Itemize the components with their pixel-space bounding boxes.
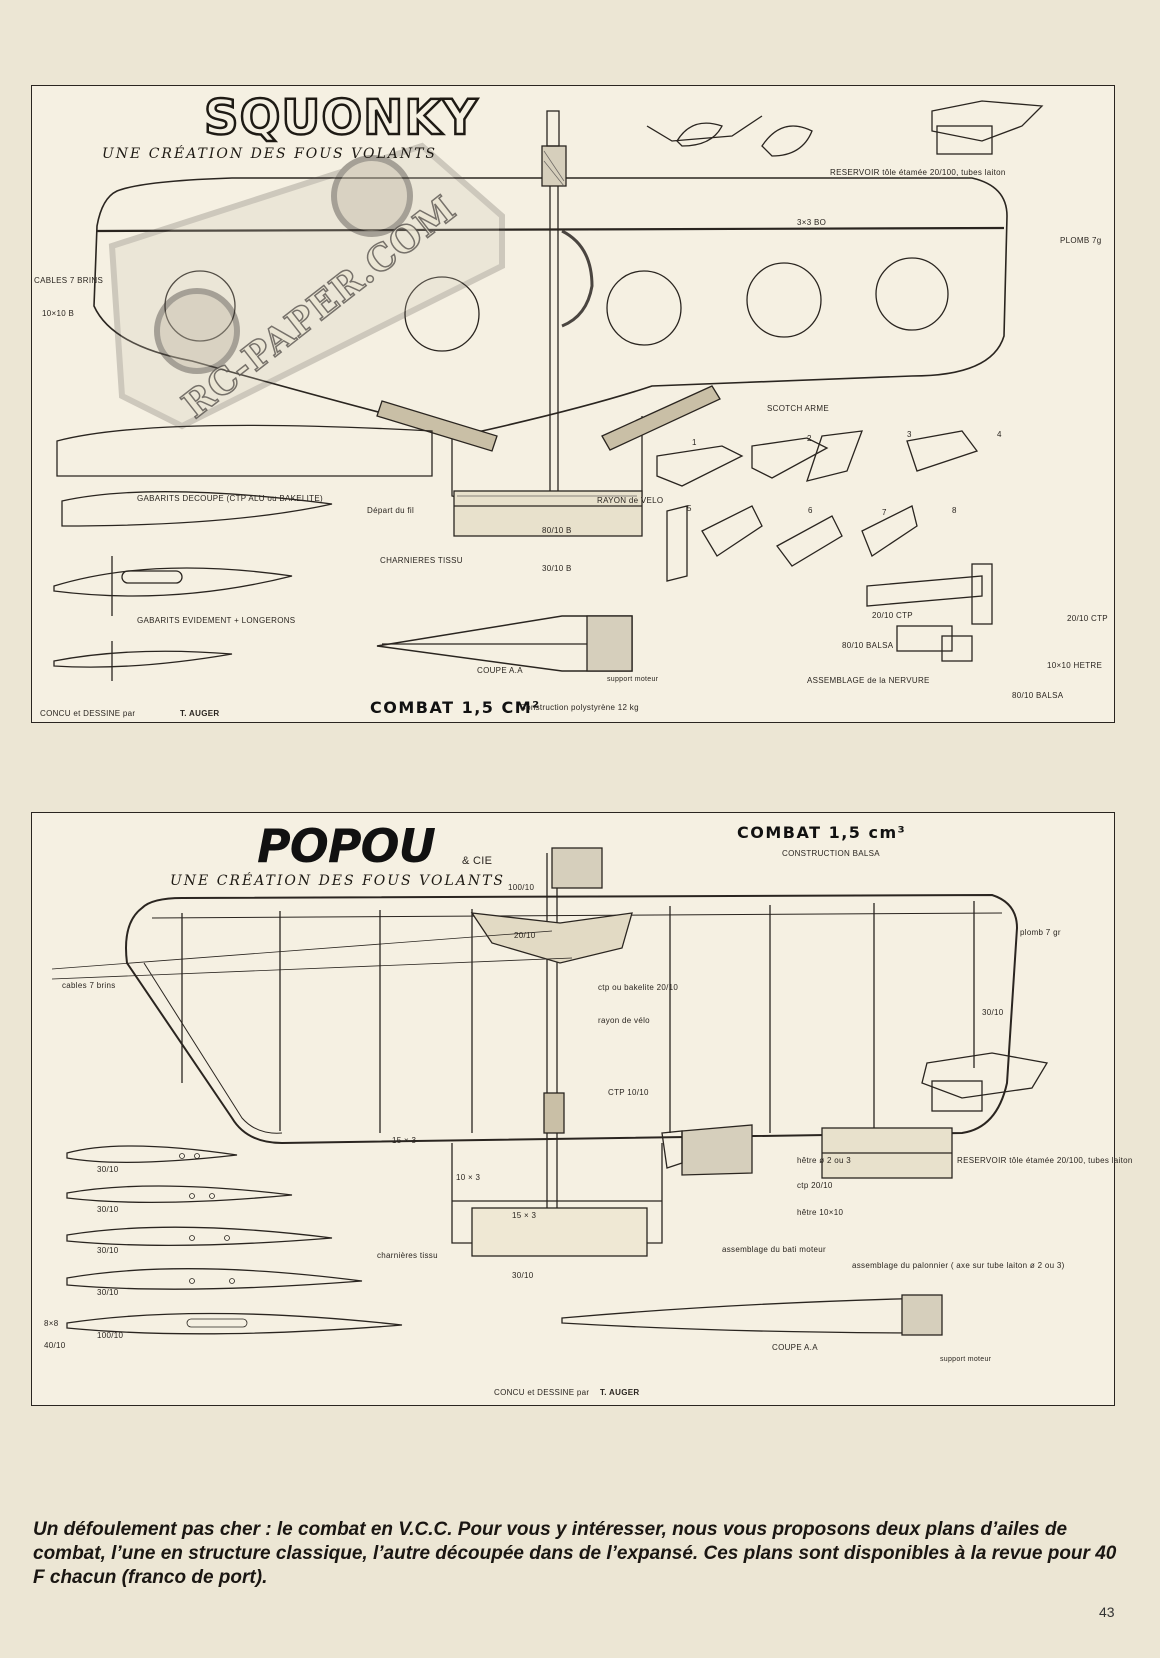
label-reservoir: RESERVOIR tôle étamée 20/100, tubes lait… xyxy=(830,168,1006,177)
step-8: 8 xyxy=(952,506,957,515)
label-ctp-bakelite: ctp ou bakelite 20/10 xyxy=(598,983,679,992)
rib-label-2: 30/10 xyxy=(97,1205,119,1214)
plan-title-suffix: & CIE xyxy=(462,855,493,867)
label-80-10: 80/10 B xyxy=(542,526,572,535)
page-caption: Un défoulement pas cher : le combat en V… xyxy=(33,1519,1117,1588)
label-hetre: 10×10 HETRE xyxy=(1047,661,1103,670)
credit-name: T. AUGER xyxy=(180,709,220,718)
label-20-10: 20/10 xyxy=(514,931,536,940)
label-10x10: 10×10 B xyxy=(42,309,75,318)
label-30-10b: 30/10 xyxy=(512,1271,534,1280)
plan-subtitle: UNE CRÉATION DES FOUS VOLANTS xyxy=(170,873,506,889)
label-balsa80b: 80/10 BALSA xyxy=(1012,691,1064,700)
rc-paper-watermark-icon xyxy=(108,142,505,430)
label-assemblage: ASSEMBLAGE de la NERVURE xyxy=(807,676,930,685)
label-hetre10: hêtre 10×10 xyxy=(797,1208,844,1217)
label-ctp: 20/10 CTP xyxy=(872,611,913,620)
step-1: 1 xyxy=(692,438,697,447)
step-2: 2 xyxy=(807,434,812,443)
label-gabarits-evidement: GABARITS EVIDEMENT + LONGERONS xyxy=(137,616,296,625)
popou-plan: POPOU & CIE UNE CRÉATION DES FOUS VOLANT… xyxy=(31,812,1132,1406)
label-charnieres: charnières tissu xyxy=(377,1251,438,1260)
rib-label-5c: 40/10 xyxy=(44,1341,66,1350)
label-cables: CABLES 7 BRINS xyxy=(34,276,104,285)
label-15x3b: 15 × 3 xyxy=(512,1211,537,1220)
rib-label-5a: 8×8 xyxy=(44,1319,59,1328)
label-plomb: PLOMB 7g xyxy=(1060,236,1102,245)
label-hetre3: hêtre ø 2 ou 3 xyxy=(797,1156,852,1165)
label-reservoir: RESERVOIR tôle étamée 20/100, tubes lait… xyxy=(957,1156,1133,1165)
label-100-10: 100/10 xyxy=(508,883,535,892)
rib-label-1: 30/10 xyxy=(97,1165,119,1174)
label-balsa80: 80/10 BALSA xyxy=(842,641,894,650)
label-plomb: plomb 7 gr xyxy=(1020,928,1061,937)
popou-drawing xyxy=(51,847,1049,1336)
step-7: 7 xyxy=(882,508,887,517)
label-ctp20: ctp 20/10 xyxy=(797,1181,833,1190)
label-15x3: 15 × 3 xyxy=(392,1136,417,1145)
combat-label: COMBAT 1,5 cm³ xyxy=(737,823,907,842)
plan-title: POPOU xyxy=(257,819,436,873)
label-coupe: COUPE A.A xyxy=(477,666,523,675)
construction-label: CONSTRUCTION BALSA xyxy=(782,849,880,858)
credit-name: T. AUGER xyxy=(600,1388,640,1397)
label-charnieres: CHARNIERES TISSU xyxy=(380,556,463,565)
label-ctp10: CTP 10/10 xyxy=(608,1088,649,1097)
label-support: support moteur xyxy=(607,676,659,683)
rib-label-5b: 100/10 xyxy=(97,1331,124,1340)
label-assemblage-palonnier: assemblage du palonnier ( axe sur tube l… xyxy=(852,1261,1065,1270)
step-3: 3 xyxy=(907,430,912,439)
label-rayon: rayon de vélo xyxy=(598,1016,650,1025)
step-6: 6 xyxy=(808,506,813,515)
label-depart-fil: Départ du fil xyxy=(367,506,415,515)
combat-label: COMBAT 1,5 CM² xyxy=(370,698,541,717)
label-assemblage-bati: assemblage du bati moteur xyxy=(722,1245,826,1254)
label-30-10: 30/10 B xyxy=(542,564,572,573)
label-30-10: 30/10 xyxy=(982,1008,1004,1017)
label-cables: cables 7 brins xyxy=(62,981,116,990)
credit-prefix: CONCU et DESSINE par xyxy=(494,1388,590,1397)
label-spar: 3×3 BO xyxy=(797,218,827,227)
label-scotch: SCOTCH ARME xyxy=(767,404,829,413)
step-5: 5 xyxy=(687,504,692,513)
label-10x3: 10 × 3 xyxy=(456,1173,481,1182)
credit-prefix: CONCU et DESSINE par xyxy=(40,709,136,718)
label-rayon: RAYON de VELO xyxy=(597,496,664,505)
page-number: 43 xyxy=(1099,1604,1115,1620)
label-ctp2: 20/10 CTP xyxy=(1067,614,1108,623)
label-gabarits-decoupe: GABARITS DECOUPE (CTP ALU ou BAKELITE) xyxy=(137,494,323,503)
label-support: support moteur xyxy=(940,1356,992,1363)
plan-title: SQUONKY xyxy=(203,90,479,146)
rib-label-3: 30/10 xyxy=(97,1246,119,1255)
step-4: 4 xyxy=(997,430,1002,439)
squonky-plan: RC-PAPER.COM SQUONKY UNE CRÉATION DES FO… xyxy=(31,85,1115,723)
rib-label-4: 30/10 xyxy=(97,1288,119,1297)
construction-label: Construction polystyrène 12 kg xyxy=(520,703,639,712)
plan-subtitle: UNE CRÉATION DES FOUS VOLANTS xyxy=(102,146,438,162)
squonky-drawing xyxy=(53,100,1044,681)
label-coupe: COUPE A.A xyxy=(772,1343,818,1352)
